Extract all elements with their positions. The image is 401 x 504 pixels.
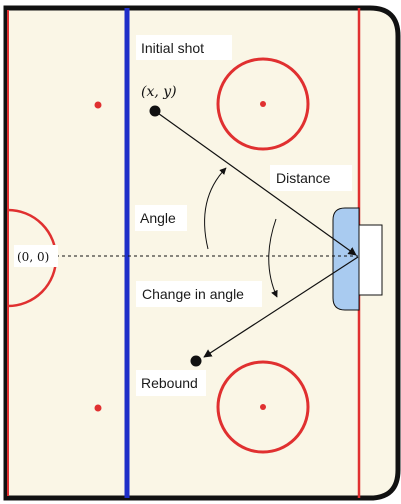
shot-vector [154, 110, 357, 256]
neutral-dot-top [94, 101, 102, 109]
angle-label-bg [135, 205, 187, 231]
rebound-vector [203, 256, 359, 358]
angle-label: Angle [140, 210, 176, 226]
shot-point [149, 105, 161, 117]
initial-shot-label: Initial shot [141, 40, 204, 56]
goal-net [358, 224, 383, 296]
neutral-dot-bottom [94, 404, 102, 412]
angle-arc [204, 167, 227, 250]
change-in-angle-label-bg [136, 281, 262, 307]
distance-label-bg [270, 165, 352, 191]
rebound-label-bg [136, 370, 206, 396]
faceoff-dot-bottom [260, 404, 266, 410]
rebound-label: Rebound [141, 375, 198, 391]
origin-label-bg [14, 245, 58, 267]
rebound-point [190, 355, 202, 367]
faceoff-circle-bottom [216, 360, 310, 454]
shot-coordinates-label: (x, y) [141, 84, 177, 100]
faceoff-circle-top [216, 57, 310, 151]
change-in-angle-arc [268, 218, 278, 298]
faceoff-dot-top [260, 101, 266, 107]
change-in-angle-label: Change in angle [142, 286, 244, 302]
distance-label: Distance [276, 170, 331, 186]
origin-label: (0, 0) [17, 250, 49, 264]
goal-crease [332, 207, 360, 311]
initial-shot-label-bg [136, 35, 232, 60]
